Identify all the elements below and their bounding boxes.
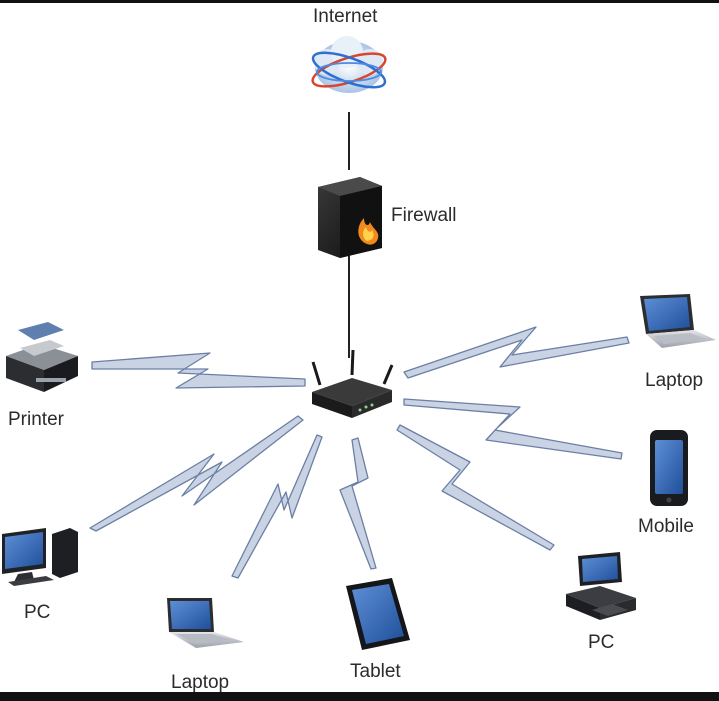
- printer-icon: [6, 322, 78, 392]
- firewall-label: Firewall: [391, 205, 457, 226]
- printer-label: Printer: [8, 409, 64, 430]
- mobile-icon: [650, 430, 688, 506]
- laptop-bottom-label: Laptop: [171, 672, 230, 693]
- top-border: [0, 0, 719, 3]
- router-icon: [311, 349, 394, 418]
- wireless-link-printer: [91, 352, 306, 389]
- pc-left-label: PC: [24, 602, 51, 623]
- wireless-link-laptop-bottom: [231, 434, 323, 579]
- tablet-label: Tablet: [350, 661, 401, 682]
- wireless-link-pc-left: [89, 415, 304, 532]
- bottom-border: [0, 692, 719, 701]
- wireless-link-mobile: [403, 398, 623, 460]
- pc-icon-left: [2, 528, 78, 586]
- wireless-link-tablet: [339, 437, 377, 570]
- wireless-link-laptop-right: [403, 326, 630, 379]
- wireless-link-pc-right: [396, 424, 555, 551]
- pc-icon-right: [566, 552, 636, 620]
- laptop-icon-bottom: [167, 598, 244, 648]
- internet-globe-icon: [311, 36, 387, 93]
- firewall-icon: [318, 177, 382, 258]
- tablet-icon: [346, 578, 410, 650]
- laptop-icon-right: [640, 294, 716, 348]
- mobile-label: Mobile: [638, 516, 694, 537]
- laptop-right-label: Laptop: [645, 370, 704, 391]
- pc-right-label: PC: [588, 632, 615, 653]
- internet-label: Internet: [313, 6, 378, 27]
